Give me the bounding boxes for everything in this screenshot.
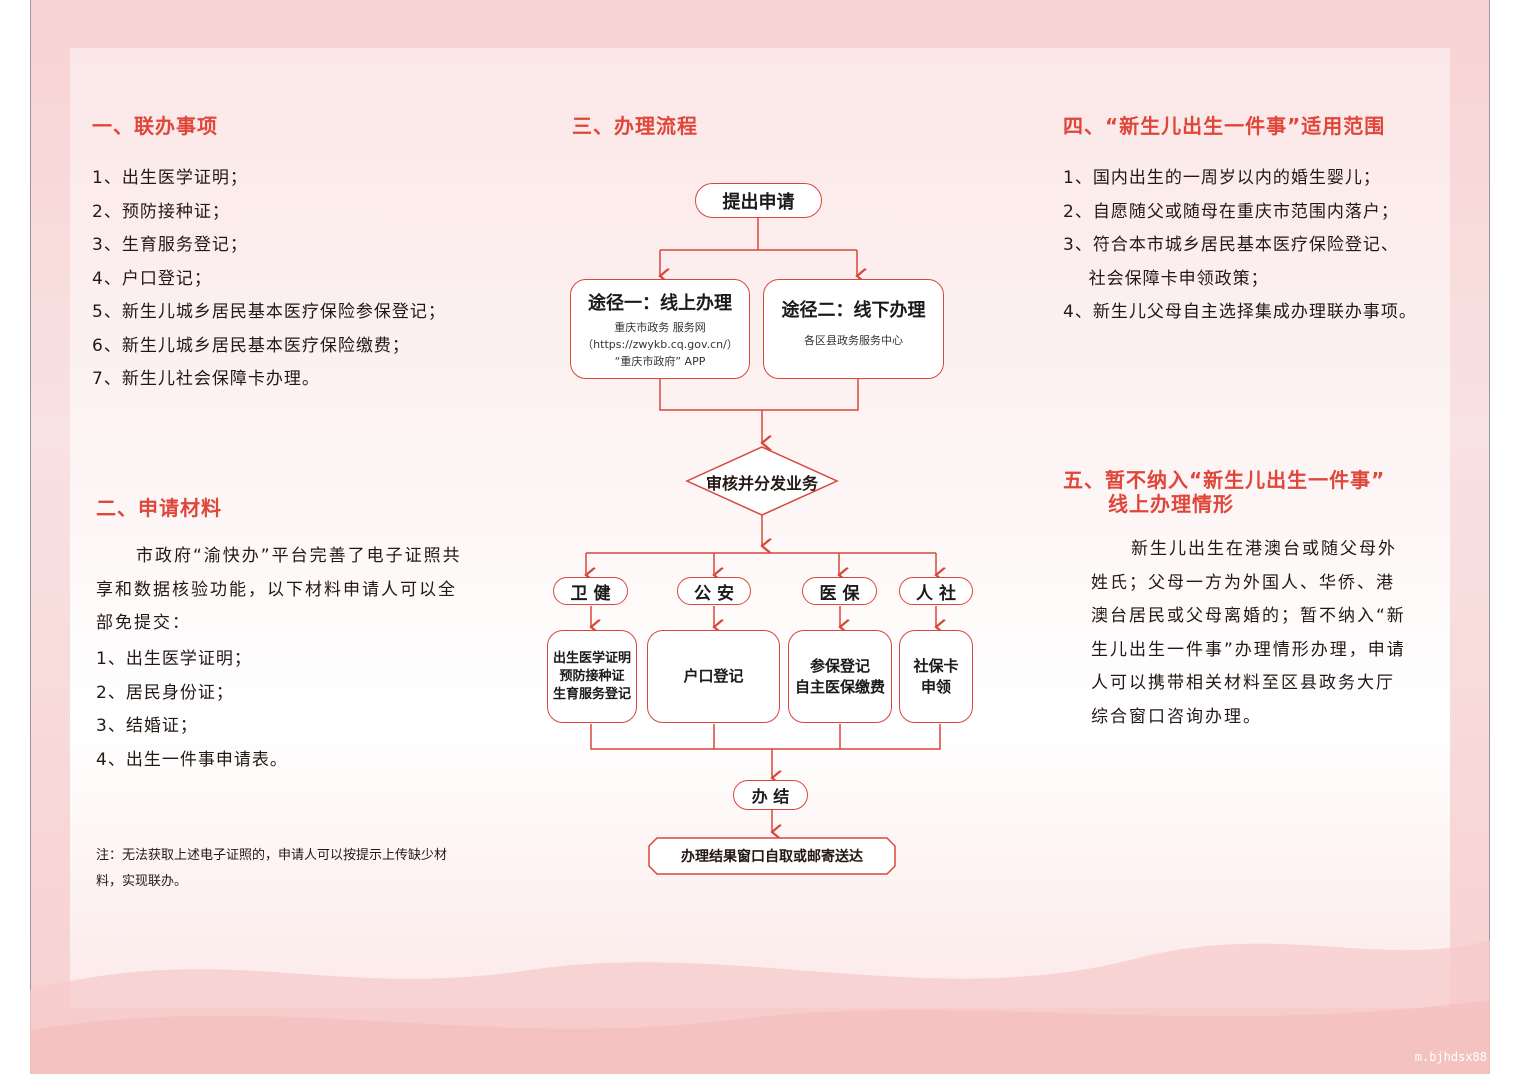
section-2-note: 注：无法获取上述电子证照的，申请人可以按提示上传缺少材料，实现联办。: [96, 848, 448, 889]
dept-label: 公 安: [677, 577, 751, 605]
list-item: 2、自愿随父或随母在重庆市范围内落户；: [1063, 201, 1399, 222]
section-3-title: 三、办理流程: [572, 114, 698, 138]
watermark: m.bjhdsx88: [1414, 1050, 1487, 1064]
list-item: 4、新生儿父母自主选择集成办理联办事项。: [1063, 302, 1417, 322]
section-4-title: 四、“新生儿出生一件事”适用范围: [1063, 114, 1386, 138]
list-item: 7、新生儿社会保障卡办理。: [92, 369, 320, 389]
list-item: 2、预防接种证；: [92, 201, 230, 222]
list-item: 6、新生儿城乡居民基本医疗保险缴费；: [92, 335, 410, 356]
dept-task: 申领: [920, 677, 951, 696]
route-offline-box: 途径二：线下办理 各区县政务服务中心: [763, 279, 944, 379]
dept-label: 卫 健: [553, 577, 628, 605]
route-offline-title: 途径二：线下办理: [781, 300, 926, 321]
list-item: 5、新生儿城乡居民基本医疗保险参保登记；: [92, 302, 446, 322]
section-5-subtitle: 线上办理情形: [1108, 492, 1234, 516]
dept-task: 自主医保缴费: [794, 677, 885, 696]
step-result: 办理结果窗口自取或邮寄送达: [681, 849, 863, 865]
route-online-line: 重庆市政务 服务网: [614, 320, 706, 334]
section-5-title: 五、暂不纳入“新生儿出生一件事”: [1063, 468, 1386, 492]
list-item: 3、结婚证；: [96, 716, 198, 736]
dept-task-box: 社保卡申领: [899, 630, 973, 723]
route-online-box: 途径一：线上办理 重庆市政务 服务网 （https://zwykb.cq.gov…: [570, 279, 750, 379]
list-item: 3、生育服务登记；: [92, 235, 248, 255]
route-online-title: 途径一：线上办理: [588, 292, 732, 314]
dept-label: 人 社: [899, 577, 973, 605]
list-item: 4、出生一件事申请表。: [96, 749, 288, 770]
list-item: 1、出生医学证明；: [92, 168, 248, 188]
list-item: 1、出生医学证明；: [96, 649, 252, 669]
dept-label: 医 保: [802, 577, 877, 605]
wave-decoration: [30, 940, 1490, 1074]
dept-task: 出生医学证明: [552, 650, 631, 666]
route-online-url: （https://zwykb.cq.gov.cn/）: [582, 337, 738, 351]
list-item: 4、户口登记；: [92, 268, 212, 289]
list-item: 社会保障卡申领政策；: [1063, 268, 1269, 289]
list-item: 2、居民身份证；: [96, 682, 234, 703]
section-2-intro: 市政府“渝快办”平台完善了电子证照共享和数据核验功能，以下材料申请人可以全部免提…: [96, 546, 462, 633]
dept-task-box: 户口登记: [647, 630, 780, 723]
section-2-list: 1、出生医学证明； 2、居民身份证； 3、结婚证； 4、出生一件事申请表。: [96, 643, 288, 777]
step-review: 审核并分发业务: [705, 474, 818, 493]
section-4-list: 1、国内出生的一周岁以内的婚生婴儿； 2、自愿随父或随母在重庆市范围内落户； 3、符…: [1063, 162, 1417, 330]
route-online-app: “重庆市政府” APP: [614, 354, 706, 368]
section-1-list: 1、出生医学证明； 2、预防接种证； 3、生育服务登记； 4、户口登记； 5、新生儿城乡…: [92, 162, 446, 397]
section-1-title: 一、联办事项: [92, 114, 218, 138]
step-complete: 办 结: [733, 780, 808, 810]
list-item: 3、符合本市城乡居民基本医疗保险登记、: [1063, 235, 1399, 255]
dept-task: 户口登记: [683, 667, 744, 685]
list-item: 1、国内出生的一周岁以内的婚生婴儿；: [1063, 168, 1381, 188]
section-5-text: 新生儿出生在港澳台或随父母外姓氏；父母一方为外国人、华侨、港澳台居民或父母离婚的…: [1091, 539, 1406, 727]
dept-task: 预防接种证: [559, 668, 625, 684]
dept-task: 生育服务登记: [552, 686, 631, 702]
route-offline-line: 各区县政务服务中心: [804, 334, 903, 347]
dept-task-box: 出生医学证明预防接种证生育服务登记: [547, 630, 637, 723]
dept-task: 社保卡: [913, 656, 959, 675]
dept-task: 参保登记: [809, 656, 870, 675]
section-2-title: 二、申请材料: [96, 496, 222, 520]
dept-task-box: 参保登记自主医保缴费: [788, 630, 892, 723]
step-submit-application: 提出申请: [695, 183, 822, 218]
